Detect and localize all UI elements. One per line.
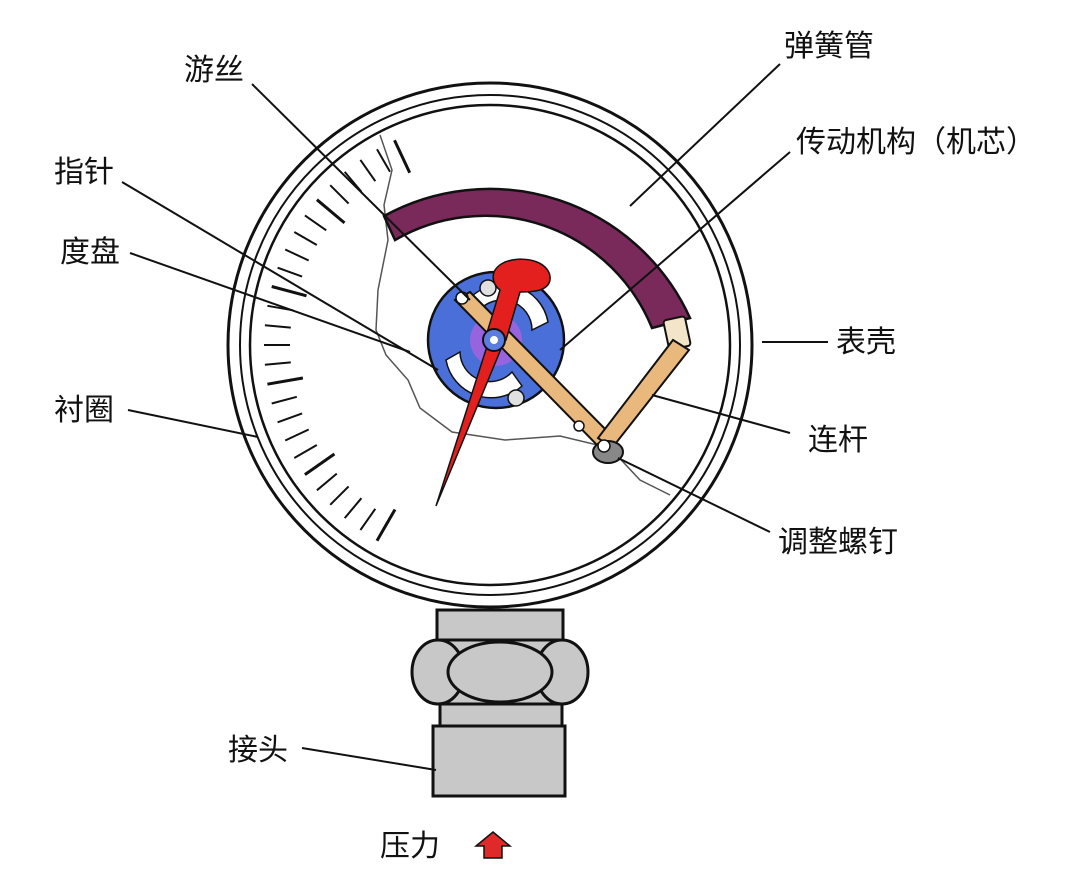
labels: 游丝 弹簧管 传动机构（机芯） 指针 度盘 表壳 衬圈 连杆 调整螺钉 接头 压… — [54, 29, 1036, 864]
dial-tick — [277, 412, 303, 424]
leader-link — [651, 394, 791, 434]
leader-movement — [559, 151, 791, 351]
label-hairspring: 游丝 — [184, 53, 244, 88]
sector-pivot — [455, 291, 469, 305]
leader-pointer — [121, 181, 439, 371]
dial-tick — [277, 266, 303, 278]
dial-tick — [271, 395, 298, 405]
connector-thread — [431, 724, 567, 798]
dial-tick — [343, 497, 363, 519]
leader-lines — [121, 63, 828, 771]
up-arrow-icon — [473, 831, 513, 859]
label-pointer: 指针 — [54, 155, 114, 190]
pointer-tail — [485, 258, 551, 341]
label-pressure: 压力 — [380, 829, 440, 864]
pointer — [435, 258, 551, 507]
dial-tick — [284, 428, 310, 442]
leader-dial — [129, 252, 411, 353]
dial-tick — [359, 159, 377, 182]
leader-bourdon-tube — [629, 63, 781, 207]
dial-tick — [315, 198, 346, 225]
dial-tick — [264, 361, 291, 366]
dial-tick — [393, 139, 412, 174]
leader-connector — [301, 747, 437, 771]
leader-adjust-screw — [617, 457, 771, 533]
movement-screw-bottom — [507, 389, 525, 407]
dial-tick — [267, 376, 304, 386]
movement-window-bottom — [445, 350, 524, 399]
movement-screw-top — [479, 279, 497, 297]
dial-tick — [304, 214, 327, 232]
dial-tick — [304, 452, 336, 476]
dial-tick — [375, 508, 397, 542]
connector-assembly — [410, 608, 590, 798]
adjust-screw-center — [597, 439, 611, 453]
label-bourdon-tube: 弹簧管 — [784, 29, 874, 64]
dial-tick — [376, 148, 391, 173]
dial-tick — [329, 184, 350, 205]
dial-tick — [293, 444, 318, 459]
case-middle-ring — [239, 94, 741, 596]
bourdon-tube — [382, 187, 692, 330]
label-connector: 接头 — [228, 733, 288, 768]
label-link: 连杆 — [808, 423, 868, 458]
dial-tick — [264, 324, 291, 329]
label-liner-ring: 衬圈 — [54, 393, 114, 428]
label-case: 表壳 — [836, 325, 896, 360]
dial-tick — [329, 485, 350, 506]
leader-hairspring — [251, 83, 471, 301]
dial-tick — [359, 508, 377, 531]
label-movement: 传动机构（机芯） — [796, 125, 1036, 160]
connector-hex-center — [446, 640, 554, 704]
label-adjust-screw: 调整螺钉 — [778, 525, 898, 560]
label-dial: 度盘 — [60, 235, 120, 270]
dial-tick — [293, 231, 318, 246]
dial-tick — [284, 248, 310, 262]
dial-tick — [316, 472, 338, 492]
leader-liner — [127, 409, 259, 438]
pointer-hub-center — [490, 336, 498, 344]
connector-neck — [435, 608, 565, 642]
dial-tick — [271, 285, 307, 298]
connector-collar — [438, 702, 564, 728]
sector-slot-screw — [573, 420, 585, 432]
